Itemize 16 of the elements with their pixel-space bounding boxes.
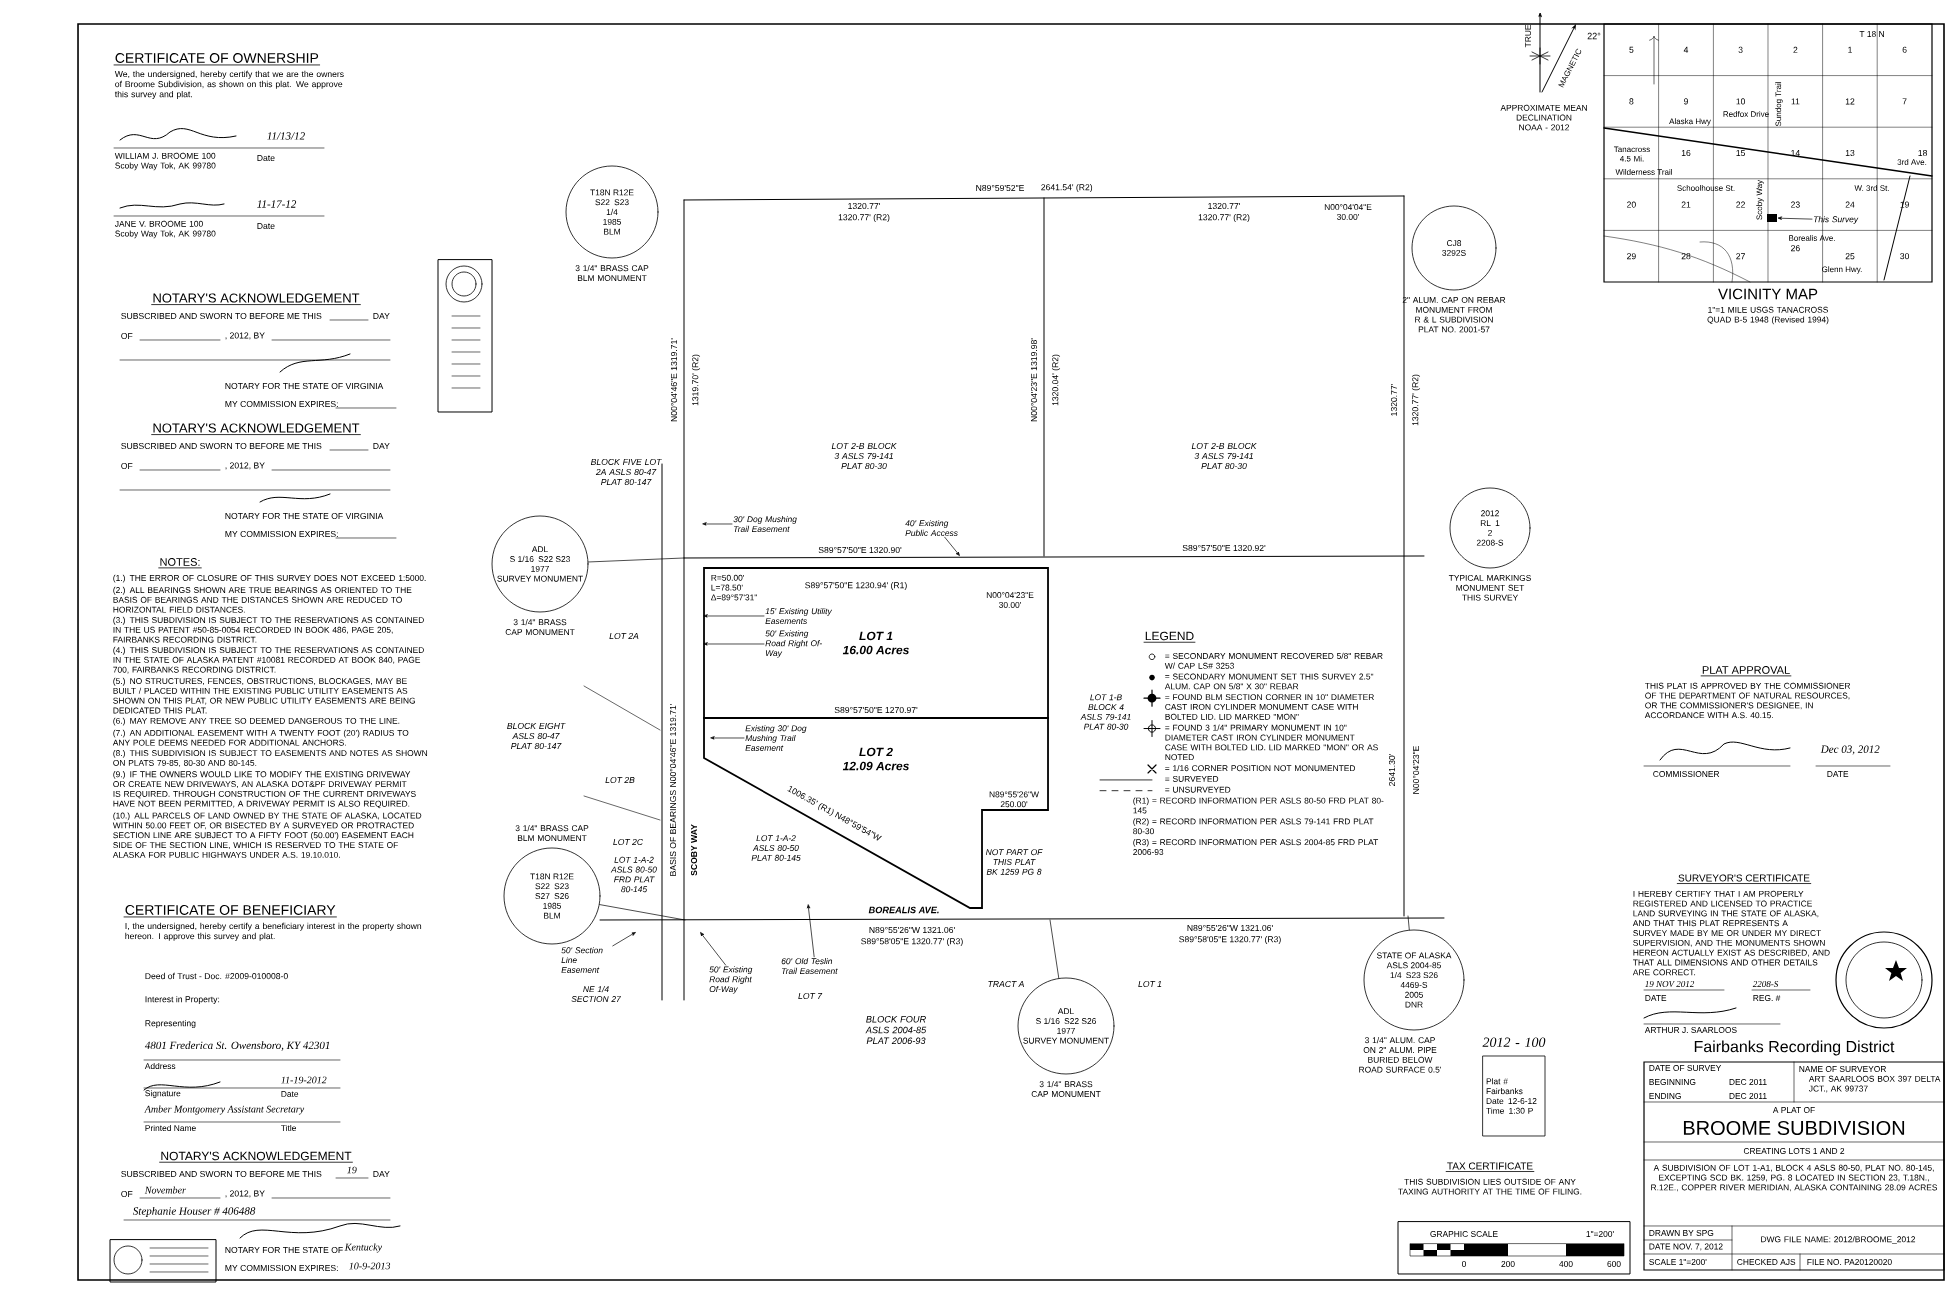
leader-line	[588, 557, 685, 563]
leader-line	[806, 904, 815, 958]
leader-line	[710, 736, 745, 740]
leader-line	[1407, 915, 1410, 931]
leader-line	[1049, 919, 1060, 979]
heading: Fairbanks Recording District	[1694, 1040, 1895, 1056]
heading: BROOME SUBDIVISION	[1683, 1120, 1905, 1136]
leader-line	[599, 904, 686, 921]
leader-line	[703, 642, 765, 646]
leader-line	[944, 536, 960, 556]
leader-line	[612, 932, 636, 947]
location-marker	[1767, 214, 1777, 222]
leader-line	[703, 614, 765, 618]
leader-line	[702, 522, 733, 526]
leader-line	[1778, 216, 1813, 220]
leader-line	[700, 932, 726, 966]
